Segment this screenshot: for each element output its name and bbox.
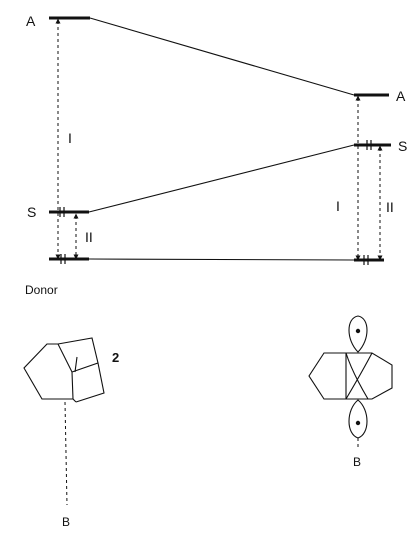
left-II-label: II — [85, 229, 93, 245]
left-B-dashed-line — [64, 401, 68, 506]
bridge-right-ring — [71, 362, 105, 403]
right-levels: A S I II — [336, 88, 407, 265]
right-II-label: II — [386, 199, 394, 215]
donor-correlation-line — [88, 258, 355, 261]
lower-orbital-lobe — [348, 399, 368, 439]
correlation-lines — [88, 17, 355, 261]
left-S-label: S — [27, 204, 36, 220]
compound-number: 2 — [112, 350, 119, 365]
right-B-label: B — [353, 455, 361, 469]
right-S-label: S — [398, 138, 407, 154]
right-A-label: A — [396, 88, 406, 104]
right-donor-electron-ticks — [363, 255, 369, 265]
right-ring — [346, 352, 393, 400]
donor-label: Donor — [25, 283, 58, 297]
A-correlation-line — [89, 17, 355, 96]
central-bridge-2 — [345, 352, 373, 400]
cyclopentane-ring — [23, 343, 74, 400]
right-S-electron-ticks — [366, 140, 372, 150]
lower-electron-dot — [355, 420, 361, 426]
bicyclic-structure: B — [308, 315, 393, 469]
left-levels: A S I II Donor — [25, 13, 93, 297]
right-I-label: I — [336, 198, 340, 214]
bridge-top — [57, 337, 99, 364]
left-B-label: B — [62, 515, 70, 529]
upper-orbital-lobe — [348, 315, 368, 353]
S-correlation-line — [88, 144, 355, 213]
compound-2-structure: B 2 — [23, 337, 119, 529]
left-I-label: I — [68, 130, 72, 146]
upper-electron-dot — [355, 328, 361, 334]
central-bridge-1 — [345, 352, 369, 400]
left-A-label: A — [26, 13, 36, 29]
left-ring — [308, 352, 347, 400]
left-donor-electron-ticks — [60, 254, 66, 264]
